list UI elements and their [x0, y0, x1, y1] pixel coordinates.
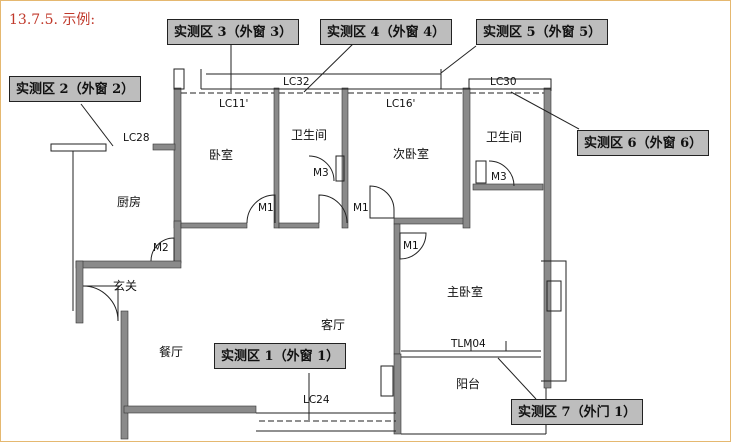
bath2-fixture [475, 160, 487, 184]
leader-zone7 [497, 357, 537, 400]
wall-kitchen-bottom [75, 260, 182, 269]
wall-dining-left [120, 310, 129, 440]
top-outline [200, 69, 551, 90]
code-m1-bedroom: M1 [258, 202, 274, 214]
code-tlm04: TLM04 [450, 338, 486, 350]
code-lc16: LC16' [386, 98, 415, 110]
wall-bedroom-right [273, 87, 280, 229]
leader-zone2 [80, 103, 114, 147]
wall-bath2-left [462, 87, 471, 229]
leader-zone5 [440, 45, 477, 74]
code-lc30: LC30 [490, 76, 517, 88]
code-lc24: LC24 [303, 394, 330, 406]
wall-entrance-left [75, 260, 84, 324]
tlm04-marks [470, 341, 507, 351]
kitchen-window [50, 143, 107, 152]
bath1-fixture [335, 155, 345, 182]
column-top-left [173, 68, 185, 90]
outline [50, 68, 567, 435]
code-m3-bath2: M3 [491, 171, 507, 183]
room-balcony: 阳台 [456, 376, 480, 391]
code-m3-bath1: M3 [313, 167, 329, 179]
code-lc11: LC11' [219, 98, 248, 110]
wall-kitchen-top [152, 143, 176, 151]
leader-zone6 [510, 91, 580, 130]
wall-bedroom-left [173, 87, 182, 229]
leader-lines [80, 40, 580, 420]
callout-zone2: 实测区 2（外窗 2） [9, 76, 142, 102]
wall-balcony-left [393, 353, 402, 435]
room-kitchen: 厨房 [117, 194, 141, 209]
callout-zone3: 实测区 3（外窗 3） [167, 19, 300, 45]
door-m3-bath1 [308, 155, 335, 182]
leader-zone4 [303, 40, 357, 93]
callout-zone1: 实测区 1（外窗 1） [214, 343, 347, 369]
code-m2: M2 [153, 242, 169, 254]
codes: LC28 LC11' LC32 LC16' LC30 LC24 TLM04 M1… [123, 76, 517, 406]
room-bath2: 卫生间 [486, 130, 522, 144]
room-labels: 卧室 卫生间 次卧室 卫生间 厨房 玄关 客厅 餐厅 主卧室 阳台 [113, 128, 522, 391]
room-bedroom: 卧室 [209, 147, 233, 162]
door-m3-bath2 [488, 160, 515, 187]
wall-secondbed-bottom [393, 217, 465, 225]
wall-bedroom-bottom [180, 222, 248, 229]
living-fixture [380, 365, 394, 397]
figure-heading: 13.7.5. 示例: [9, 12, 96, 28]
room-second-bedroom: 次卧室 [393, 146, 429, 161]
wall-kitchen-right [173, 220, 182, 264]
code-m1-bath1: M1 [353, 202, 369, 214]
room-dining: 餐厅 [159, 344, 183, 359]
room-bath1: 卫生间 [291, 128, 327, 142]
walls [75, 87, 552, 440]
code-lc32: LC32 [283, 76, 310, 88]
door-m2-kitchen [150, 237, 175, 262]
tlm04-door [401, 350, 541, 358]
door-entrance [82, 285, 119, 322]
door-m1-master [399, 232, 427, 260]
door-m1-bedroom [246, 194, 276, 224]
window-lines [181, 92, 544, 422]
wall-master-right [543, 87, 552, 389]
door-m1-secondbed [369, 185, 395, 219]
wall-bath1-bottom [278, 222, 320, 229]
right-protrusion [541, 260, 567, 382]
callout-zone6: 实测区 6（外窗 6） [577, 130, 710, 156]
callout-zone5: 实测区 5（外窗 5） [476, 19, 609, 45]
door-swings [82, 155, 515, 351]
code-m1-master: M1 [403, 240, 419, 252]
wall-bath1-right [341, 87, 349, 229]
code-lc28: LC28 [123, 132, 150, 144]
room-living: 客厅 [321, 317, 345, 332]
bottom-window-outline [256, 412, 396, 432]
callout-zone4: 实测区 4（外窗 4） [320, 19, 453, 45]
door-m1-bath1 [318, 194, 348, 224]
room-entrance: 玄关 [113, 278, 137, 293]
top-right-outline [468, 78, 552, 91]
room-master-bedroom: 主卧室 [447, 284, 483, 299]
wall-bath2-bottom [472, 183, 544, 191]
right-fixture [546, 280, 562, 312]
wall-dining-bottom [123, 405, 257, 414]
callout-zone7: 实测区 7（外门 1） [511, 399, 644, 425]
wall-master-left [393, 223, 401, 355]
